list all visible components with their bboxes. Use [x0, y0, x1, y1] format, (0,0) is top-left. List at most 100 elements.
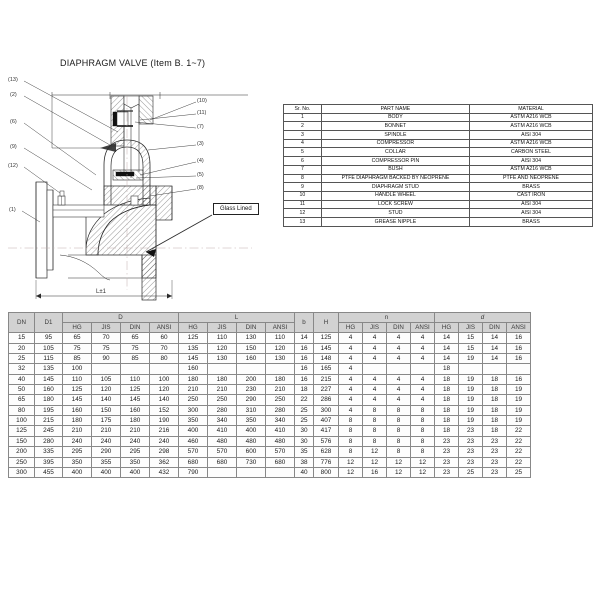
dim-cell-l_jis: 110 — [207, 332, 237, 344]
dim-cell-d_ansi: 140 — [149, 394, 179, 406]
dim-cell-l_ansi: 410 — [265, 425, 295, 437]
dim-cell-n_hg: 4 — [338, 352, 363, 365]
dim-cell-d_din: 240 — [120, 435, 150, 448]
dim-cell-n_jis: 4 — [362, 342, 387, 354]
dim-cell-n_hg: 8 — [338, 425, 363, 437]
dim-cell-d_din: 75 — [120, 342, 150, 354]
dim-cell-d_din: 23 — [482, 446, 507, 458]
dim-cell-h: 227 — [313, 384, 339, 396]
dim-header-dn: DN — [8, 311, 35, 334]
dim-cell-d_ansi: 298 — [149, 446, 179, 458]
dim-cell-d_ansi: 432 — [149, 466, 179, 479]
dim-cell-b: 25 — [294, 404, 314, 417]
dim-cell-d_din: 18 — [482, 404, 507, 417]
dim-cell-h: 215 — [313, 373, 339, 386]
dim-cell-b: 40 — [294, 466, 314, 479]
dim-cell-l_hg: 180 — [178, 373, 208, 386]
dim-cell-n_jis: 4 — [362, 373, 387, 386]
dim-cell-l_jis: 480 — [207, 435, 237, 448]
dim-cell-l_jis: 680 — [207, 456, 237, 468]
dim-subheader-n-hg: HG — [338, 322, 363, 334]
dim-cell-d_hg: 23 — [434, 456, 459, 468]
part-name: HANDLE WHEEL — [320, 190, 471, 201]
dim-cell-n_jis: 8 — [362, 404, 387, 417]
part-sr-no: 4 — [283, 138, 322, 149]
dim-cell-d_din: 295 — [120, 446, 150, 458]
dim-cell-d_hg: 18 — [434, 363, 459, 375]
dim-cell-n_hg: 8 — [338, 435, 363, 448]
callout-right-3: (7) — [197, 124, 204, 130]
dim-cell-d_din: 210 — [120, 425, 150, 437]
dim-cell-n_jis — [362, 363, 387, 375]
dim-cell-h: 125 — [313, 332, 339, 344]
callout-right-5: (4) — [197, 158, 204, 164]
dim-cell-d_din: 65 — [120, 332, 150, 344]
dim-cell-b: 22 — [294, 394, 314, 406]
dim-cell-d1: 280 — [34, 435, 63, 448]
dim-cell-n_ansi: 8 — [410, 435, 435, 448]
dim-cell-d_ansi: 190 — [149, 415, 179, 427]
part-material: AISI 304 — [469, 208, 593, 218]
dim-cell-d_hg: 18 — [434, 404, 459, 417]
dim-cell-n_jis: 4 — [362, 394, 387, 406]
dim-cell-n_hg: 4 — [338, 363, 363, 375]
part-name: SPINDLE — [320, 130, 471, 140]
part-material: ASTM A216 WCB — [469, 164, 593, 175]
dim-cell-l_ansi: 570 — [265, 446, 295, 458]
dim-subheader-d-din: DIN — [482, 322, 507, 334]
part-material: AISI 304 — [469, 199, 593, 210]
dim-cell-d_jis: 19 — [458, 352, 483, 365]
dim-subheader-n-ansi: ANSI — [410, 322, 435, 334]
dim-cell-d_hg: 14 — [434, 332, 459, 344]
dim-cell-d_din: 110 — [120, 373, 150, 386]
dim-cell-d_hg: 110 — [62, 373, 92, 386]
dim-cell-h: 628 — [313, 446, 339, 458]
dim-cell-d_jis: 19 — [458, 404, 483, 417]
dim-cell-l_ansi: 210 — [265, 384, 295, 396]
dim-subheader-d-jis: JIS — [91, 322, 121, 334]
callout-left-1: (13) — [8, 77, 18, 83]
dim-cell-d_hg: 18 — [434, 415, 459, 427]
part-material: BRASS — [469, 182, 593, 192]
dim-cell-dn: 250 — [8, 456, 35, 468]
dim-cell-l_jis: 250 — [207, 394, 237, 406]
dim-cell-d_jis: 400 — [91, 466, 121, 479]
part-name: PTFE DIAPHRAGM BACKED BY NEOPRENE — [320, 173, 471, 184]
callout-left-3: (6) — [10, 119, 17, 125]
dim-cell-l_hg: 350 — [178, 415, 208, 427]
dim-cell-d1: 335 — [34, 446, 63, 458]
part-material: CAST IRON — [469, 190, 593, 201]
dim-subheader-d-hg: HG — [434, 322, 459, 334]
parts-header-material: MATERIAL — [469, 104, 593, 114]
dim-cell-d_jis — [458, 363, 483, 375]
dim-cell-d_jis: 240 — [91, 435, 121, 448]
valve-sectional-drawing: DIAPHRAGM VALVE (Item B. 1~7) (13) (2) (… — [0, 0, 262, 305]
dim-cell-n_din: 12 — [386, 466, 411, 479]
dim-cell-l_din: 730 — [236, 456, 266, 468]
dim-cell-n_hg: 4 — [338, 404, 363, 417]
dim-cell-l_hg: 250 — [178, 394, 208, 406]
dim-cell-d_din: 18 — [482, 425, 507, 437]
dim-cell-n_din: 8 — [386, 425, 411, 437]
dim-cell-d_hg: 14 — [434, 352, 459, 365]
dim-cell-l_hg: 125 — [178, 332, 208, 344]
dim-cell-l_din: 480 — [236, 435, 266, 448]
dim-header-l: L — [178, 311, 295, 324]
dim-cell-d_hg: 18 — [434, 384, 459, 396]
dim-cell-d1: 195 — [34, 404, 63, 417]
dim-cell-n_jis: 4 — [362, 332, 387, 344]
